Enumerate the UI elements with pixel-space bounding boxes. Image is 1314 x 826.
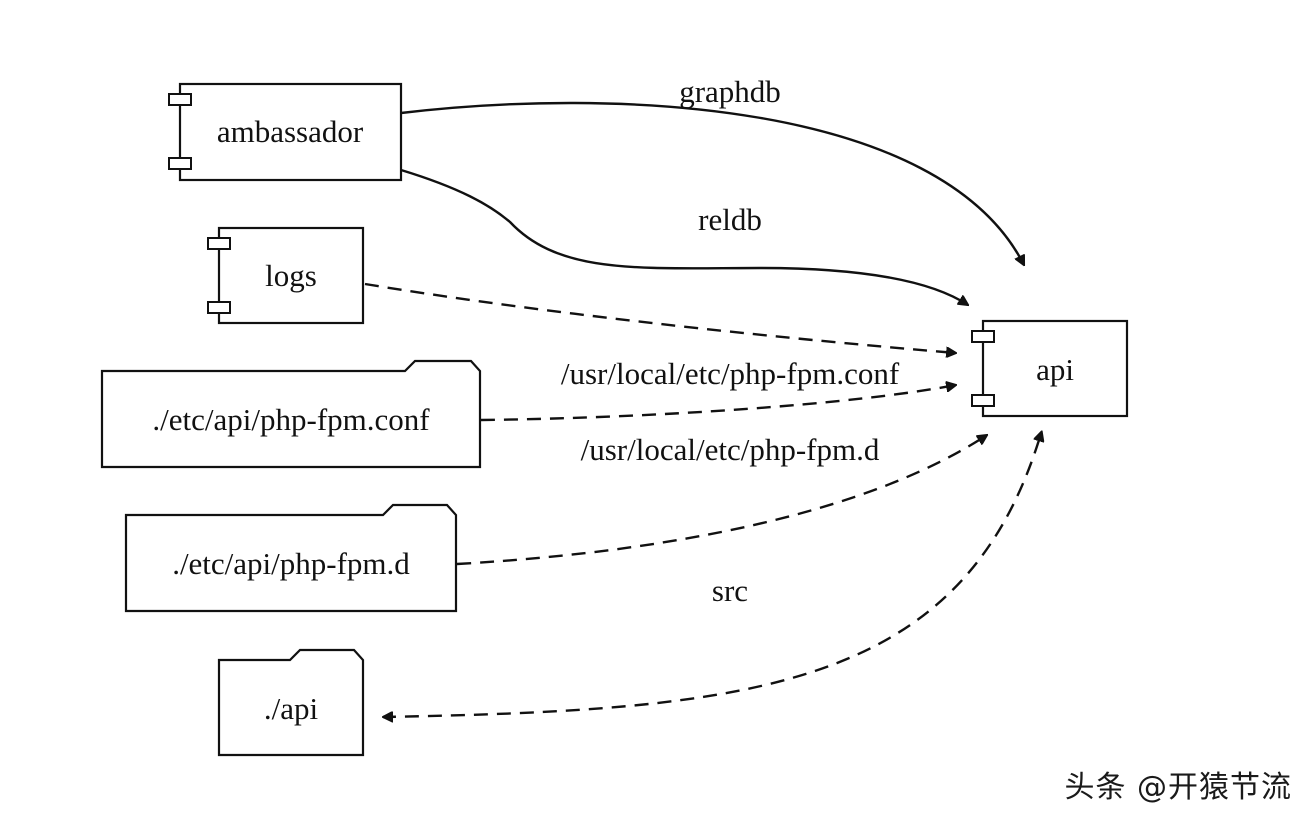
edge-label-php-fpm-conf: /usr/local/etc/php-fpm.conf bbox=[561, 356, 900, 391]
edge-label-src: src bbox=[712, 573, 748, 608]
component-port-icon bbox=[168, 157, 192, 170]
node-label-ambassador: ambassador bbox=[217, 114, 364, 149]
node-label-php-fpm-conf: ./etc/api/php-fpm.conf bbox=[152, 402, 430, 437]
node-label-logs: logs bbox=[265, 258, 317, 293]
node-ambassador: ambassador bbox=[168, 82, 403, 182]
edge-label-graphdb: graphdb bbox=[679, 74, 781, 109]
component-port-icon bbox=[971, 330, 995, 343]
node-api-dir: ./api bbox=[217, 648, 365, 757]
component-port-icon bbox=[207, 237, 231, 250]
folder-icon bbox=[124, 503, 458, 613]
node-label-api: api bbox=[1036, 352, 1074, 387]
edge-src bbox=[383, 440, 1039, 717]
edge-logs-to-api bbox=[364, 282, 956, 353]
edge-php-fpm-conf bbox=[480, 385, 956, 422]
edge-reldb bbox=[400, 168, 968, 305]
node-label-api-dir: ./api bbox=[264, 691, 319, 726]
edge-label-reldb: reldb bbox=[698, 202, 762, 237]
folder-icon bbox=[100, 359, 482, 469]
component-port-icon bbox=[207, 301, 231, 314]
node-label-php-fpm-d: ./etc/api/php-fpm.d bbox=[172, 546, 410, 581]
component-port-icon bbox=[971, 394, 995, 407]
node-api: api bbox=[971, 319, 1129, 418]
edge-graphdb bbox=[400, 101, 1026, 265]
edge-label-php-fpm-d: /usr/local/etc/php-fpm.d bbox=[581, 432, 880, 467]
component-port-icon bbox=[168, 93, 192, 106]
watermark: 头条 @开猿节流 bbox=[1064, 770, 1292, 805]
node-logs: logs bbox=[207, 226, 365, 325]
folder-icon bbox=[217, 648, 365, 757]
node-php-fpm-d: ./etc/api/php-fpm.d bbox=[124, 503, 458, 613]
node-php-fpm-conf: ./etc/api/php-fpm.conf bbox=[100, 359, 482, 469]
